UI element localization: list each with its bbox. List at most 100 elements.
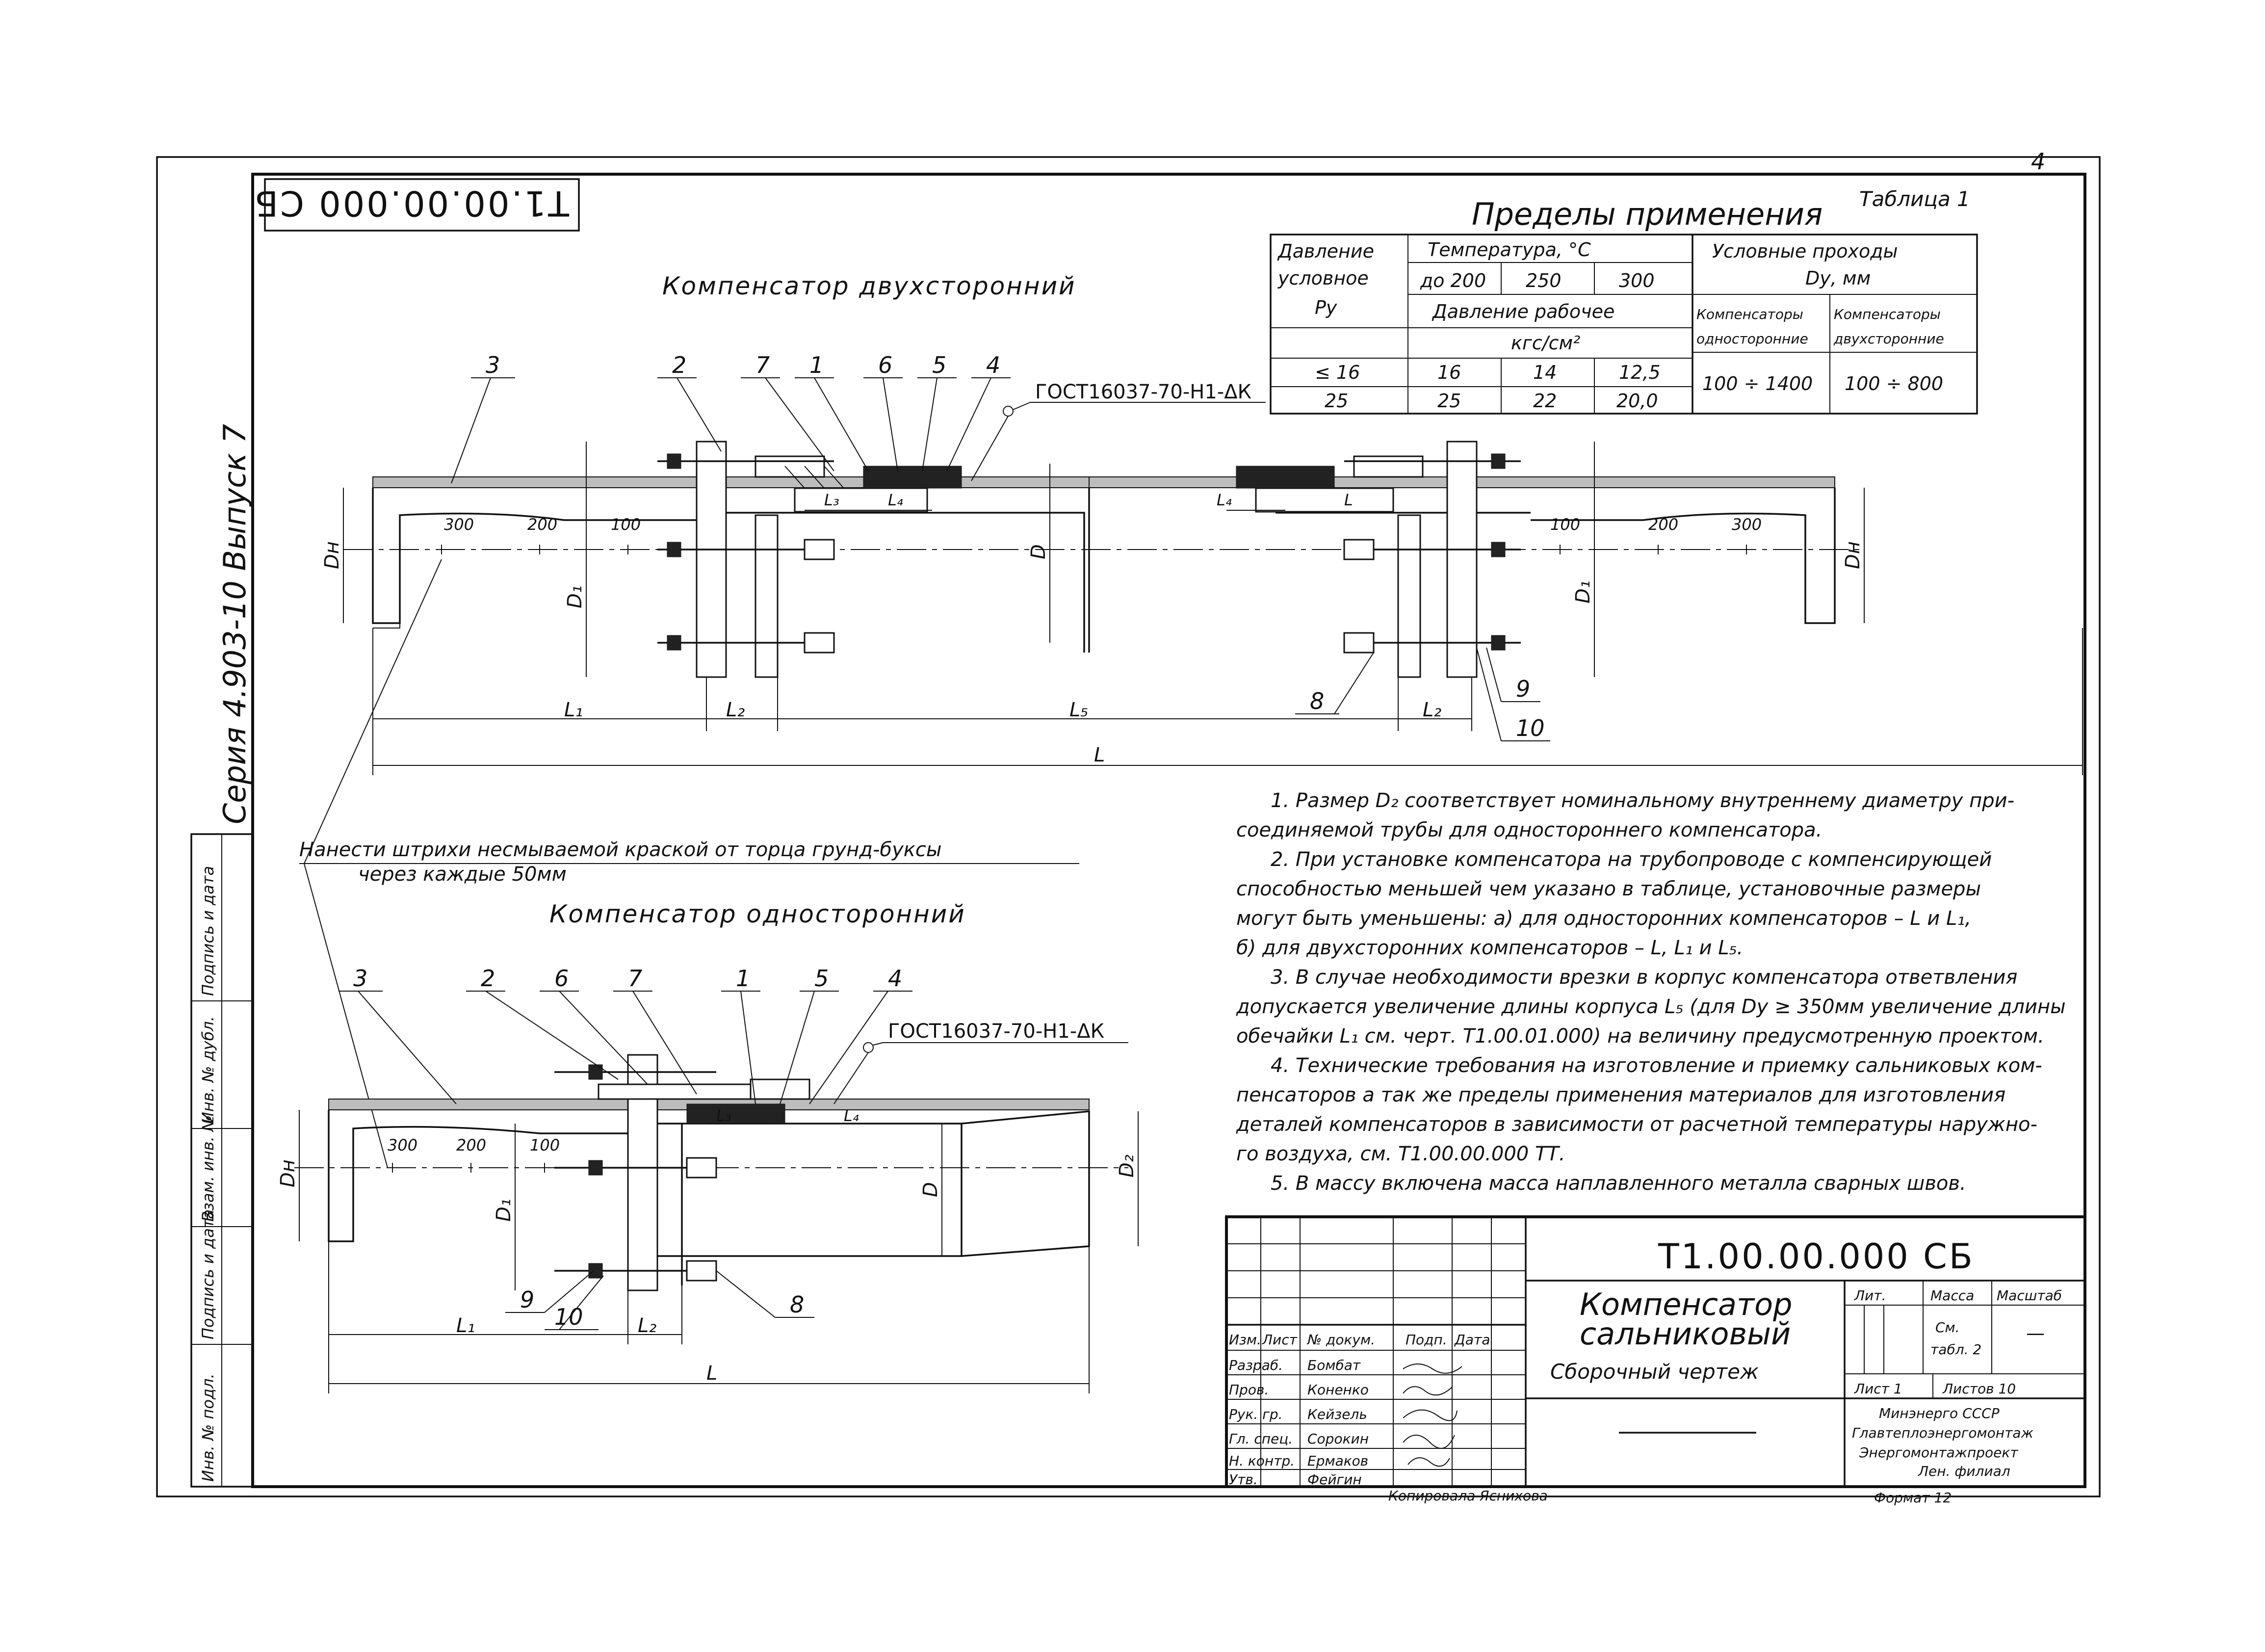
dim-l-double: L <box>1094 744 1105 766</box>
callout-single-9: 9 <box>520 1286 534 1313</box>
dim-l1-double: L₁ <box>564 699 583 721</box>
tb-scale-value: — <box>2026 1322 2045 1344</box>
dim-l4-double: L₄ <box>888 491 903 509</box>
dim-dn-single: Dн <box>277 1159 299 1187</box>
note-line-3: способностью меньшей чем указано в табли… <box>1236 878 1981 900</box>
dim-dn-left: Dн <box>321 541 343 569</box>
drawing-double: Компенсатор двухсторонний <box>321 272 2083 775</box>
tb-col-doc: № докум. <box>1306 1332 1375 1348</box>
dim-d-single: D <box>919 1182 942 1197</box>
hatch-note-1: Нанести штрихи несмываемой краской от то… <box>299 839 942 861</box>
tb-org-3: Энергомонтажпроект <box>1859 1444 2018 1461</box>
note-line-1: соединяемой трубы для одностороннего ком… <box>1236 819 1822 841</box>
dim-dn-right: Dн <box>1842 541 1864 569</box>
tb-role-4: Н. контр. <box>1229 1453 1295 1469</box>
tb-name-line-2: сальниковый <box>1580 1316 1791 1352</box>
td-t300-0: 12,5 <box>1619 362 1661 383</box>
th-temp-250: 250 <box>1526 270 1562 291</box>
callout-double-9: 9 <box>1516 676 1530 702</box>
dim-l2-double-right: L₂ <box>1423 699 1441 721</box>
dim-l3-double: L₃ <box>824 491 839 509</box>
tb-name-line-1: Компенсатор <box>1580 1286 1792 1322</box>
format-label: Формат 12 <box>1874 1490 1952 1506</box>
note-line-7: допускается увеличение длины корпуса L₅ … <box>1236 996 2066 1018</box>
dim-d1-right: D₁ <box>1572 580 1594 603</box>
th-double-1: Компенсаторы <box>1834 306 1941 322</box>
tb-name-0: Бомбат <box>1307 1357 1361 1373</box>
notes-block: 1. Размер D₂ соответствует номинальному … <box>1236 789 2066 1195</box>
dim-d: D <box>1027 544 1050 559</box>
td-py-0: ≤ 16 <box>1315 362 1360 383</box>
tb-name-line-3: Сборочный чертеж <box>1550 1360 1759 1384</box>
th-pressure-3: Ру <box>1315 297 1337 318</box>
callout-single-10: 10 <box>554 1304 583 1330</box>
tb-col-izm: Изм. <box>1229 1332 1261 1348</box>
gost-single: ГОСТ16037-70-Н1-ΔК <box>888 1020 1104 1043</box>
table-1-label: Таблица 1 <box>1859 187 1970 211</box>
callout-double-8: 8 <box>1310 688 1324 714</box>
note-line-0: 1. Размер D₂ соответствует номинальному … <box>1271 789 2014 812</box>
tb-role-5: Утв. <box>1229 1471 1258 1488</box>
tb-name-2: Кейзель <box>1307 1406 1367 1422</box>
signature-4 <box>1407 1457 1450 1467</box>
note-line-8: обечайки L₁ см. черт. Т1.00.01.000) на в… <box>1236 1025 2044 1048</box>
scale-double-right-100: 100 <box>1550 515 1580 534</box>
left-strip: Подпись и дата Инв. № дубл. Взам. инв. №… <box>190 833 254 1488</box>
hatch-note-2: через каждые 50мм <box>358 863 567 886</box>
tb-role-3: Гл. спец. <box>1229 1431 1293 1447</box>
stamp-box <box>264 178 580 232</box>
tb-role-2: Рук. гр. <box>1229 1406 1283 1422</box>
th-single-1: Компенсаторы <box>1696 306 1803 322</box>
note-line-5: б) для двухсторонних компенсаторов – L, … <box>1236 937 1743 959</box>
tb-mass: Масса <box>1930 1287 1974 1304</box>
callout-double-6: 6 <box>878 352 892 378</box>
tb-col-date: Дата <box>1454 1332 1490 1348</box>
th-work-unit: кгс/см² <box>1511 332 1580 354</box>
note-line-9: 4. Технические требования на изготовлени… <box>1271 1054 2042 1077</box>
strip-label-0: Инв. № подл. <box>199 1373 217 1482</box>
signature-1 <box>1403 1386 1453 1396</box>
callout-single-7: 7 <box>628 965 642 992</box>
scale-double-left-300: 300 <box>444 515 474 534</box>
strip-label-4: Подпись и дата <box>199 866 217 996</box>
page-number: 4 <box>2031 148 2045 175</box>
tb-org-1: Минэнерго СССР <box>1879 1405 2000 1421</box>
inner-frame <box>251 173 2086 1488</box>
td-t200-0: 16 <box>1437 362 1461 383</box>
tb-scale: Масштаб <box>1997 1287 2062 1304</box>
th-temp-200: до 200 <box>1420 270 1486 291</box>
callout-double-10: 10 <box>1516 715 1545 741</box>
dim-d2-single: D₂ <box>1116 1154 1138 1178</box>
stamp-code-rotated: T1.00.00.000 СБ <box>253 183 570 223</box>
scale-double-right-200: 200 <box>1648 515 1678 534</box>
scale-single-100: 100 <box>530 1136 560 1154</box>
tb-code: Т1.00.00.000 СБ <box>1658 1236 1975 1277</box>
scale-single-300: 300 <box>388 1136 417 1154</box>
note-line-10: пенсаторов а так же пределы применения м… <box>1236 1084 2005 1106</box>
note-line-13: 5. В массу включена масса наплавленного … <box>1271 1172 1966 1195</box>
caption-single: Компенсатор односторонний <box>549 900 966 928</box>
callout-double-5: 5 <box>932 352 946 378</box>
callout-single-6: 6 <box>554 965 569 992</box>
td-t250-1: 22 <box>1533 390 1557 412</box>
table-1-title: Пределы применения <box>1472 196 1822 232</box>
tb-sheet: Лист 1 <box>1854 1381 1902 1397</box>
th-double-2: двухсторонние <box>1833 331 1944 347</box>
dim-l2-single: L₂ <box>638 1314 656 1337</box>
th-temp-300: 300 <box>1619 270 1655 291</box>
callout-single-1: 1 <box>736 965 750 992</box>
th-pressure-1: Давление <box>1277 240 1374 262</box>
dim-l4-double-right: L₄ <box>1217 491 1232 509</box>
note-line-11: деталей компенсаторов в зависимости от р… <box>1236 1113 2037 1136</box>
callout-single-8: 8 <box>790 1291 804 1318</box>
gost-double: ГОСТ16037-70-Н1-ΔК <box>1035 381 1251 403</box>
callout-double-7: 7 <box>755 352 770 378</box>
th-pressure-2: условное <box>1277 267 1369 289</box>
td-py-1: 25 <box>1325 390 1348 412</box>
th-work-pressure: Давление рабочее <box>1432 301 1614 322</box>
scale-double-right-300: 300 <box>1732 515 1762 534</box>
dim-d1-single: D₁ <box>493 1199 515 1222</box>
callout-single-4: 4 <box>888 965 902 992</box>
td-double-range: 100 ÷ 800 <box>1845 373 1943 394</box>
td-t250-0: 14 <box>1533 362 1557 383</box>
